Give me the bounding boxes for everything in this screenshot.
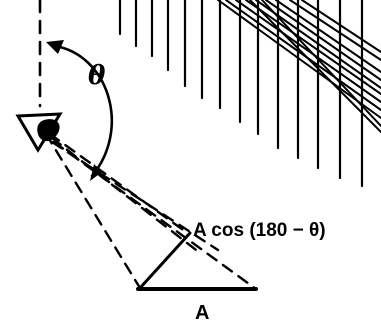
projected-surface-line [138, 231, 192, 290]
ray-line [245, 0, 381, 95]
ray-line [301, 0, 381, 53]
sight-lines [44, 132, 258, 291]
projected-area-label: A cos (180 − θ) [193, 220, 326, 241]
ray-line [265, 0, 381, 81]
incident-rays [118, 0, 381, 188]
ray-line [235, 0, 381, 103]
angle-label: θ [88, 61, 106, 91]
ray-line [275, 0, 381, 73]
ray-line [249, 0, 381, 133]
ray-line [289, 0, 381, 61]
eye-icon [15, 112, 63, 153]
area-label: A [195, 302, 209, 324]
ray-line [261, 0, 381, 127]
